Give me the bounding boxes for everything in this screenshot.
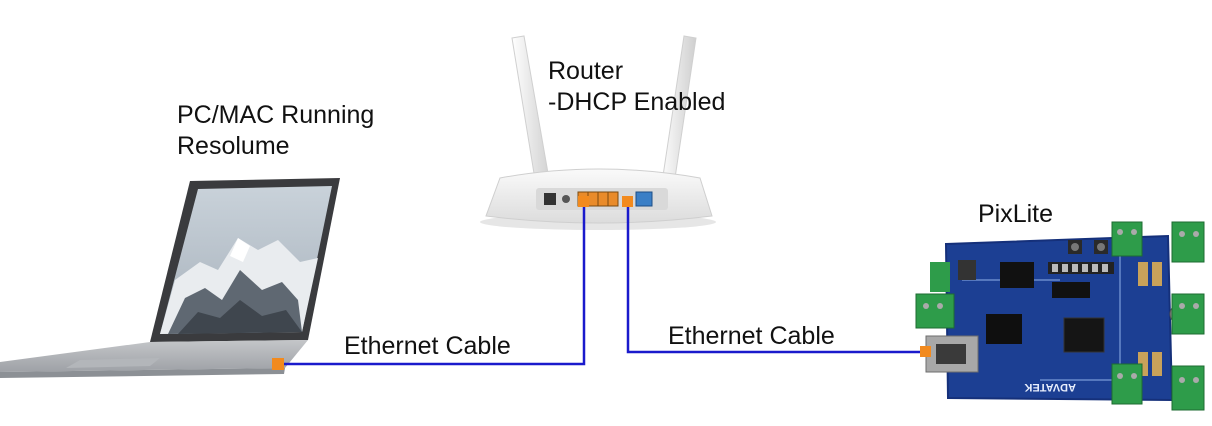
- router-port-marker-left: [578, 196, 589, 207]
- pixlite-board: ADVATEK: [915, 221, 1205, 411]
- router-label: Router -DHCP Enabled: [548, 56, 725, 118]
- pixlite-label: PixLite: [978, 200, 1054, 228]
- router-label-line2: -DHCP Enabled: [548, 88, 726, 116]
- laptop-screen: [160, 186, 332, 334]
- laptop: [0, 178, 340, 378]
- pc-label: PC/MAC Running Resolume: [177, 100, 374, 162]
- router: [480, 35, 716, 230]
- pc-label-line1: PC/MAC Running: [177, 101, 375, 129]
- ethernet-cable-left-label: Ethernet Cable: [344, 332, 511, 360]
- ethernet-cable-right-label: Ethernet Cable: [668, 322, 835, 350]
- board-brand: ADVATEK: [1024, 381, 1076, 393]
- ethernet-cable-left: [284, 207, 586, 366]
- router-label-line1: Router: [548, 57, 624, 85]
- router-port-marker-right: [622, 196, 633, 207]
- pc-label-line2: Resolume: [177, 132, 290, 160]
- laptop-deck: [0, 340, 308, 372]
- laptop-port-marker: [272, 358, 284, 370]
- terminal-blocks: [915, 221, 1205, 411]
- ethernet-cable-right: [626, 207, 926, 354]
- pixlite-port-marker: [920, 346, 931, 357]
- router-wan-port: [635, 191, 653, 207]
